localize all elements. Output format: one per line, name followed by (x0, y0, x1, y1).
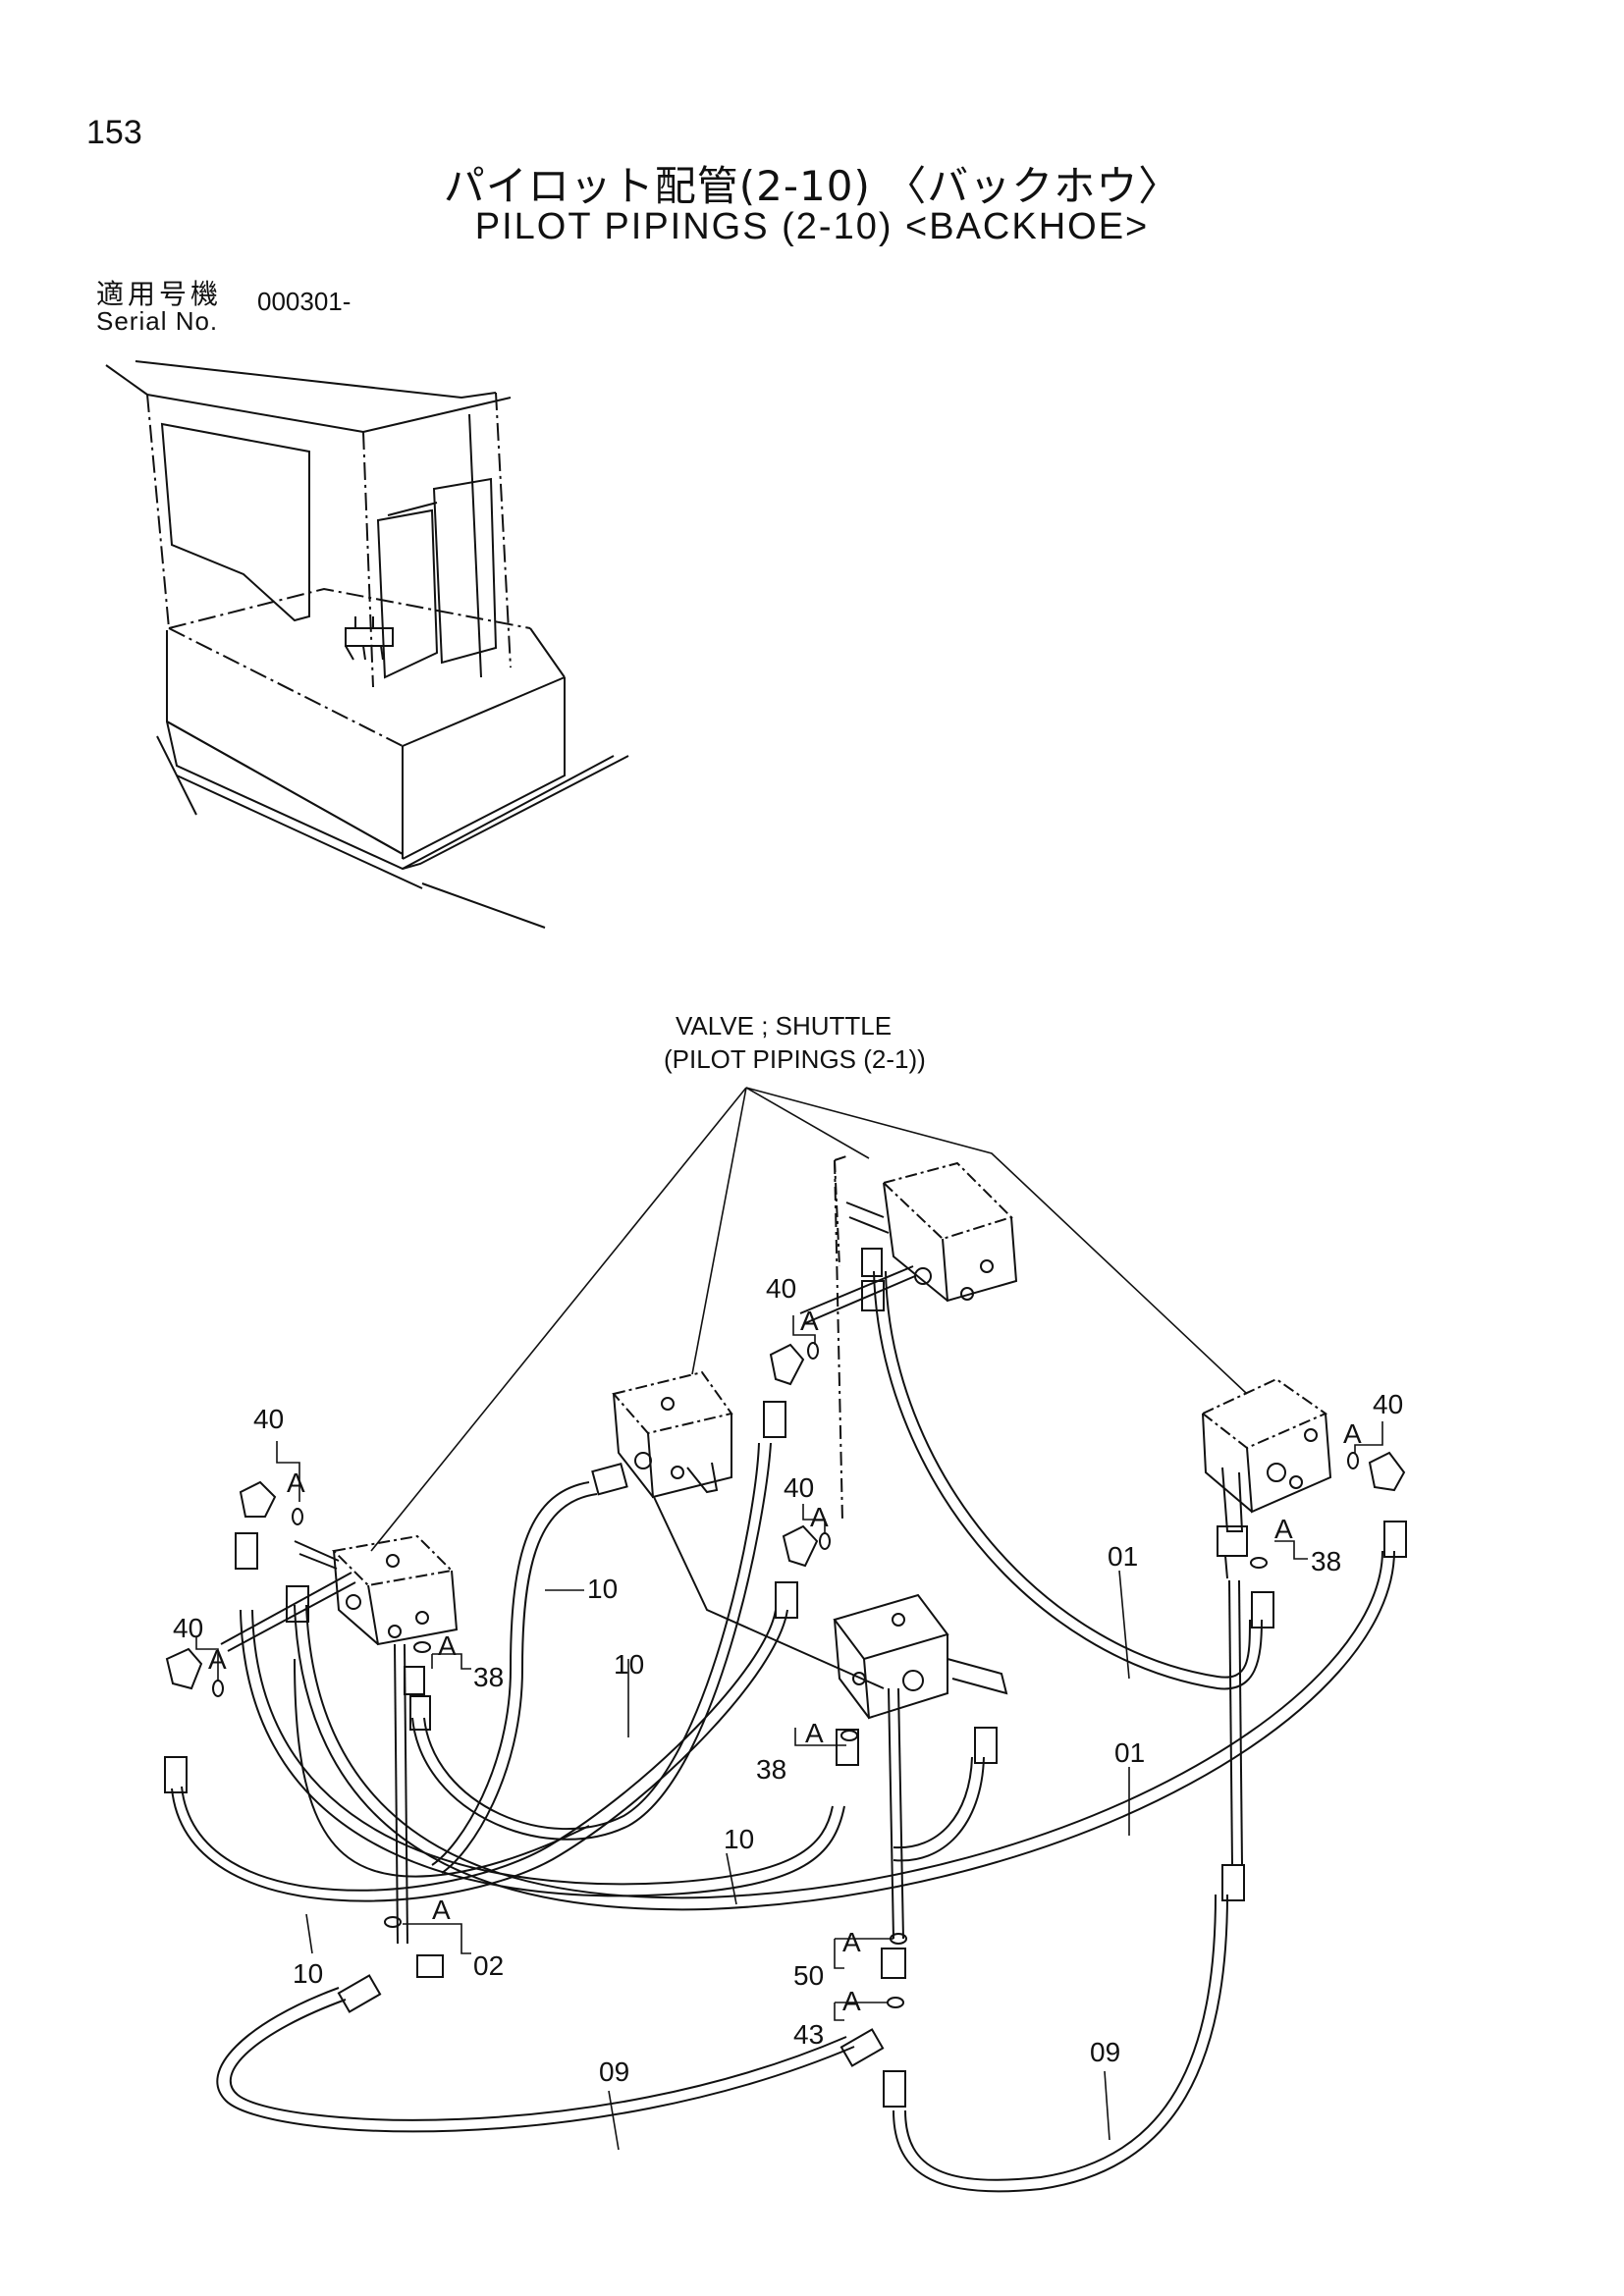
shuttle-valve-callout-title: VALVE ; SHUTTLE (676, 1011, 893, 1041)
part-label-10: 10 (724, 1824, 754, 1854)
part-label-40: 40 (173, 1613, 203, 1643)
hoses (171, 1270, 1395, 2193)
part-label-a: A (842, 1986, 861, 2016)
part-label-a: A (805, 1718, 824, 1748)
steel-pipes (220, 1265, 1243, 1945)
page-title-japanese: パイロット配管(2-10) 〈バックホウ〉 (443, 162, 1181, 210)
part-label-38: 38 (473, 1662, 504, 1692)
part-leader-lines (305, 1570, 1130, 2151)
serial-label-english: Serial No. (96, 306, 219, 336)
part-label-a: A (432, 1895, 451, 1925)
shuttle-valve-block-left (294, 1534, 459, 1646)
part-label-01: 01 (1108, 1541, 1138, 1572)
part-label-38: 38 (1311, 1546, 1341, 1576)
shuttle-valve-block-right (1201, 1377, 1332, 1579)
shuttle-valve-callout-subtitle: (PILOT PIPINGS (2-1)) (664, 1044, 926, 1074)
part-label-38: 38 (756, 1754, 786, 1785)
part-label-a: A (208, 1644, 227, 1675)
part-label-01: 01 (1114, 1737, 1145, 1768)
cab-overview-drawing (105, 360, 629, 929)
page-title-english: PILOT PIPINGS (2-10) <BACKHOE> (474, 206, 1150, 247)
part-label-40: 40 (784, 1472, 814, 1503)
part-label-09: 09 (1090, 2037, 1120, 2067)
hose-fittings (164, 1280, 1407, 2108)
part-label-40: 40 (766, 1273, 796, 1304)
part-label-43: 43 (793, 2019, 824, 2050)
o-rings (212, 1342, 1359, 2008)
part-label-a: A (810, 1502, 829, 1532)
part-label-02: 02 (473, 1950, 504, 1981)
part-label-40: 40 (253, 1404, 284, 1434)
part-label-a: A (438, 1630, 457, 1661)
part-label-a: A (1343, 1418, 1362, 1449)
part-label-40: 40 (1373, 1389, 1403, 1419)
shuttle-valve-block-lower-middle (833, 1593, 1008, 1720)
part-callout-brackets (195, 1315, 1383, 2021)
part-label-50: 50 (793, 1960, 824, 1991)
part-label-a: A (842, 1927, 861, 1957)
part-label-10: 10 (293, 1958, 323, 1989)
callout-leader-lines (370, 1087, 1248, 1552)
part-label-a: A (1274, 1514, 1293, 1544)
shuttle-valve-block-top (834, 1155, 1018, 1522)
elbow-fittings (165, 1343, 1406, 1690)
part-label-10: 10 (614, 1649, 644, 1680)
part-label-09: 09 (599, 2056, 629, 2087)
page-number: 153 (86, 114, 142, 151)
serial-number-value: 000301- (257, 287, 352, 316)
shuttle-valve-block-upper-middle (612, 1370, 733, 1499)
part-number-labels: 40 A 40 A 40 A 40 A 40 A A 38 A 38 A 38 … (173, 1273, 1403, 2087)
part-label-a: A (287, 1468, 305, 1498)
part-label-10: 10 (587, 1574, 618, 1604)
part-label-a: A (800, 1306, 819, 1336)
serial-label-japanese: 適用号機 (96, 278, 223, 310)
